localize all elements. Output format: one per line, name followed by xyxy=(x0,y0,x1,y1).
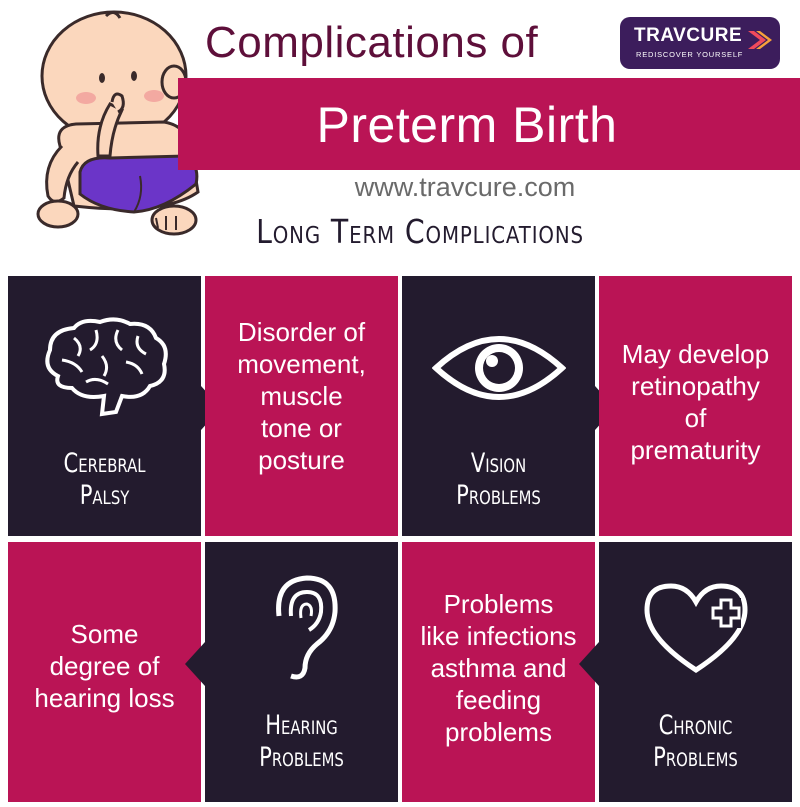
tile-description: Some degree of hearing loss xyxy=(34,619,175,713)
title-band-fill xyxy=(178,78,800,170)
tile-hearing: Hearing Problems xyxy=(205,542,398,802)
brain-icon xyxy=(45,317,168,417)
baby-illustration xyxy=(36,10,200,236)
tile-description: Problems like infections asthma and feed… xyxy=(420,589,577,747)
pointer-arrow xyxy=(185,642,205,686)
tile-hearing-desc: Some degree of hearing loss xyxy=(8,542,201,802)
tile-label: Cerebral Palsy xyxy=(63,448,146,511)
pointer-arrow xyxy=(579,642,599,686)
tile-label: Vision Problems xyxy=(456,448,541,511)
tile-description: May develop retinopathy of prematurity xyxy=(621,339,770,465)
section-subtitle: Long Term Complications xyxy=(256,212,584,251)
tile-label: Hearing Problems xyxy=(259,710,344,773)
logo-arrow-icon xyxy=(748,31,772,49)
title-band: Preterm Birth xyxy=(0,78,800,170)
title-line-2: Preterm Birth xyxy=(316,97,618,153)
tile-cerebral-palsy: Cerebral Palsy xyxy=(8,276,201,536)
ear-icon xyxy=(276,575,338,680)
tile-cerebral-palsy-desc: Disorder of movement, muscle tone or pos… xyxy=(205,276,398,536)
tile-vision: Vision Problems xyxy=(402,276,595,536)
eye-icon xyxy=(432,336,566,400)
tile-label: Chronic Problems xyxy=(653,710,738,773)
tile-chronic: Chronic Problems xyxy=(599,542,792,802)
heart-plus-icon xyxy=(644,583,748,673)
logo-tagline: REDISCOVER YOURSELF xyxy=(636,50,744,59)
logo-name: TRAVCURE xyxy=(634,25,743,46)
title-line-1: Complications of xyxy=(205,18,539,67)
tile-description: Disorder of movement, muscle tone or pos… xyxy=(237,317,366,475)
website-url[interactable]: www.travcure.com xyxy=(354,172,576,202)
tile-chronic-desc: Problems like infections asthma and feed… xyxy=(402,542,595,802)
travcure-logo: TRAVCURE REDISCOVER YOURSELF xyxy=(620,17,780,69)
tile-vision-desc: May develop retinopathy of prematurity xyxy=(599,276,792,536)
